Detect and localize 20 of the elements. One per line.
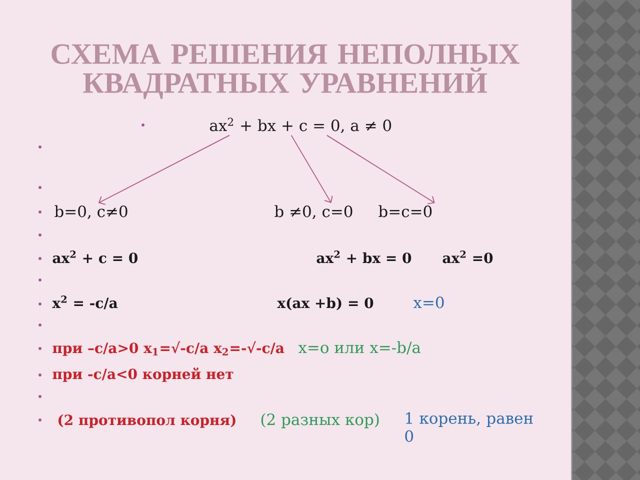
formula-text: ax$^{2}$ =0 (442, 250, 493, 264)
formula-text: b=c=0 (378, 205, 432, 218)
arrow (290, 134, 333, 204)
formula-text: (2 противопол корня) (58, 414, 236, 428)
formula-text: 1 корень, равен 0 (405, 412, 533, 442)
formula-text: ax$^{2}$ + c = 0 (52, 250, 138, 264)
formula-text: b=0, c≠0 (54, 205, 128, 220)
formula-text: ax$^{2}$ + bx + c = 0, a ≠ 0 (210, 118, 392, 134)
formula-text: x=o или x=-b/a (298, 341, 421, 354)
formula-text: ax$^{2}$ + bx = 0 (316, 250, 412, 264)
formula-text: при –c/a>0 x$_{1}$=√-c/a x$_{2}$=-√-c/a (52, 341, 284, 356)
formula-text: x=0 (413, 296, 444, 308)
formula-text: b ≠0, c=0 (274, 205, 352, 220)
formula-text: x(ax +b) = 0 (277, 297, 374, 310)
slide-title: СХЕМА РЕШЕНИЯ НЕПОЛНЫХ КВАДРАТНЫХ УРАВНЕНИЙ (52, 44, 520, 100)
formula-text: при -c/a<0 корней нет (52, 368, 234, 382)
arrow (98, 134, 230, 205)
arrow (326, 134, 435, 204)
formula-text: (2 разных кор) (261, 413, 379, 428)
formula-text: x$^{2}$ = -c/a (52, 296, 118, 310)
